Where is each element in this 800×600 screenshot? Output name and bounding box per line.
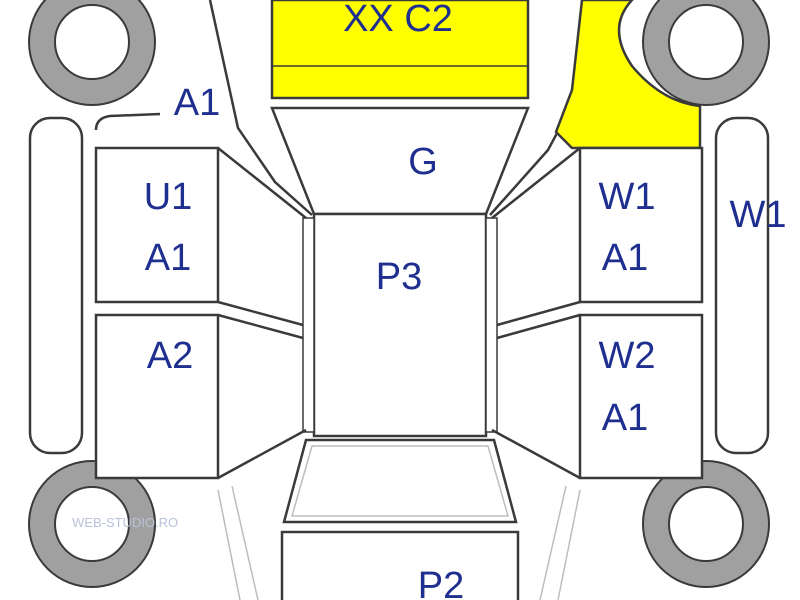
door-rear-left	[94, 313, 220, 480]
door-front-left	[94, 146, 220, 304]
windshield-panel	[270, 106, 530, 216]
trunk-panel	[280, 530, 520, 600]
label-door-rr-bottom: A1	[602, 397, 648, 439]
tire-front-right	[642, 0, 770, 106]
tire-rear-left	[28, 460, 156, 588]
label-door-fl-bottom: A1	[145, 237, 191, 279]
label-door-rl: A2	[147, 335, 193, 377]
front-fender-left-inner	[94, 112, 161, 131]
pillar-left-top	[217, 147, 307, 219]
tire-front-left	[28, 0, 156, 106]
front-fender-right-highlight	[554, 0, 702, 150]
rear-window-shadow	[291, 445, 509, 517]
hood-panel	[270, 0, 530, 100]
rear-fender-left-line-2	[231, 485, 259, 600]
label-hood: XX C2	[343, 0, 453, 40]
label-door-fr-bottom: A1	[602, 237, 648, 279]
pillar-left-mid-2	[217, 313, 304, 340]
roof-gap-right	[485, 217, 498, 433]
label-hood-left: A1	[174, 82, 220, 124]
label-windshield: G	[408, 141, 438, 183]
pillar-right-mid-2	[496, 313, 581, 340]
rear-fender-right-line-2	[539, 485, 567, 600]
watermark-text: WEB-STUDIO.RO	[72, 515, 178, 530]
tire-rear-right	[642, 460, 770, 588]
label-door-rr-top: W2	[599, 335, 656, 377]
roof-gap-left	[302, 217, 315, 433]
roof-panel	[312, 212, 488, 438]
rear-window-panel	[282, 438, 518, 524]
pillar-right-bottom	[491, 428, 581, 480]
label-side-right: W1	[730, 194, 787, 236]
front-fender-left-line	[208, 0, 313, 216]
pillar-left-mid-1	[217, 300, 304, 327]
side-skirt-left	[28, 116, 84, 455]
label-door-fl-top: U1	[144, 176, 193, 218]
label-trunk: P2	[418, 565, 464, 600]
door-rear-right	[578, 313, 704, 480]
pillar-right-top	[491, 147, 581, 219]
pillar-right-mid-1	[496, 300, 581, 327]
side-skirt-right	[714, 116, 770, 455]
label-door-fr-top: W1	[599, 176, 656, 218]
rear-fender-left-line	[217, 489, 241, 600]
rear-fender-right-line	[557, 489, 581, 600]
label-roof: P3	[376, 256, 422, 298]
pillar-left-bottom	[217, 428, 307, 480]
door-front-right	[578, 146, 704, 304]
